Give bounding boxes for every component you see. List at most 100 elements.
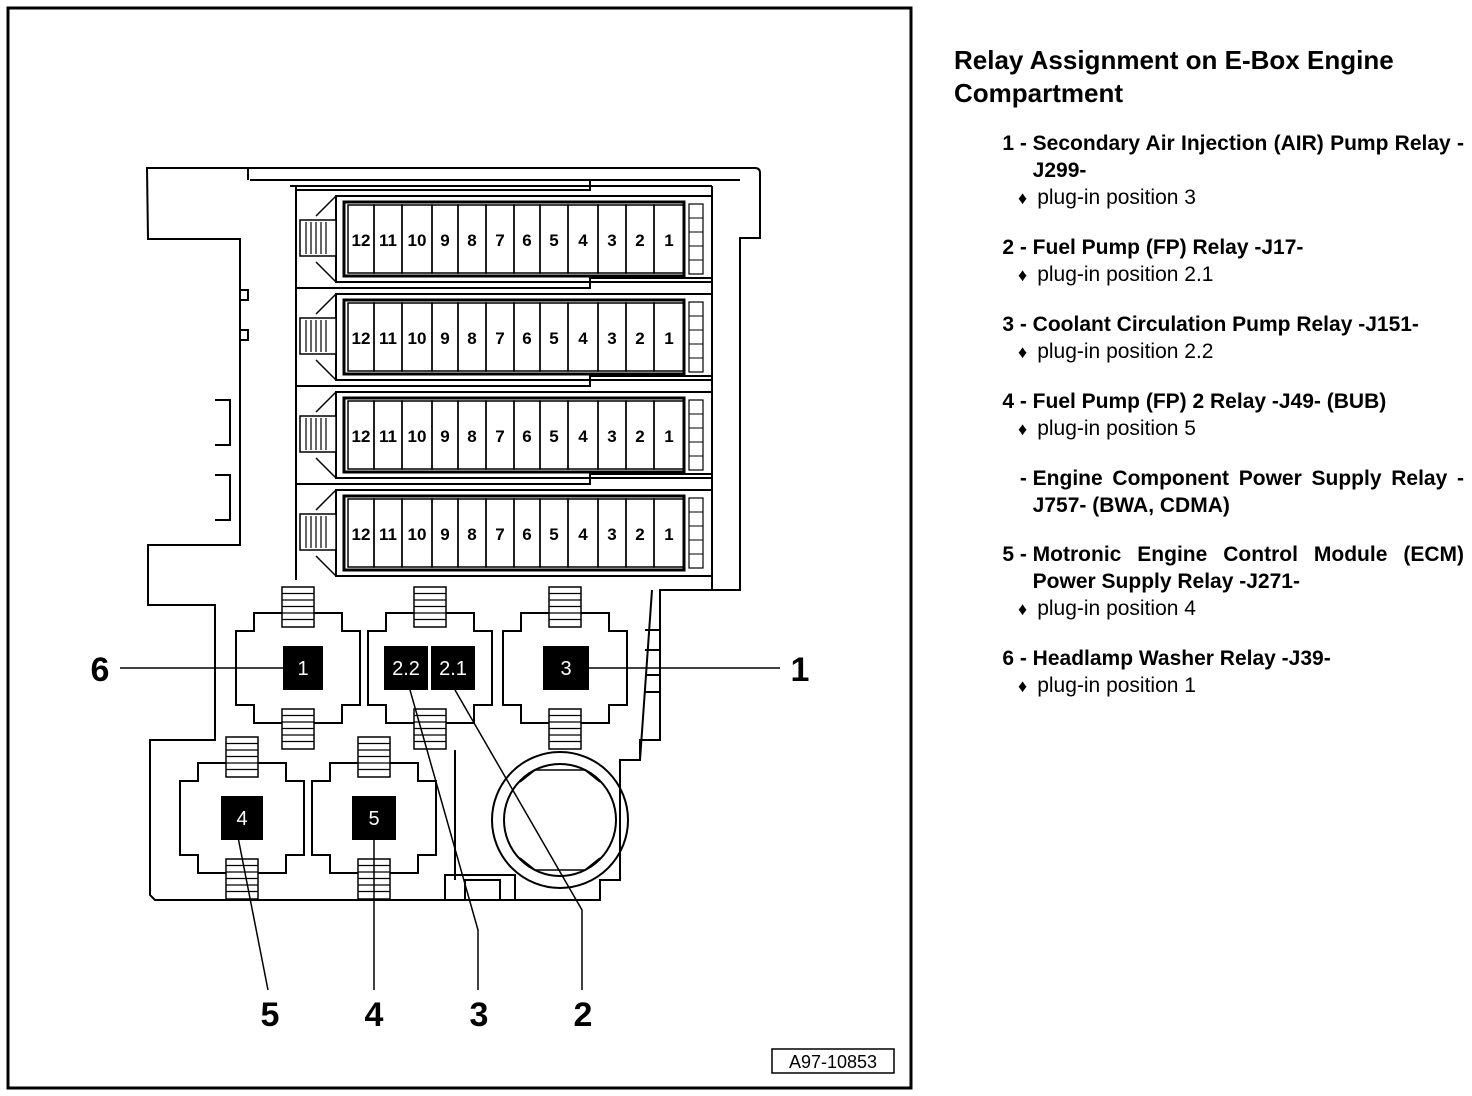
fuse-slot-number: 12	[352, 231, 371, 250]
legend-item-dash: -	[1014, 313, 1033, 336]
relay-position-block	[283, 646, 323, 690]
fuse-slot-number: 10	[408, 525, 427, 544]
fuse-slot-number: 11	[379, 427, 397, 446]
legend-item-text: Headlamp Washer Relay -J39-	[1032, 647, 1331, 670]
relay-position-block	[221, 796, 263, 840]
fuse-slot-number: 9	[440, 525, 449, 544]
legend-item-text: Secondary Air Injection (AIR) Pump Relay…	[1032, 132, 1464, 182]
figure-id-box	[771, 1048, 895, 1074]
legend-items: 1 - Secondary Air Injection (AIR) Pump R…	[954, 130, 1464, 700]
callout-3: 3	[470, 996, 489, 1034]
fuse-slot-number: 1	[664, 525, 673, 544]
fuse-slot-number: 5	[549, 427, 558, 446]
legend-item: 3 - Coolant Circulation Pump Relay -J151…	[954, 311, 1464, 366]
fuse-row-clip	[299, 317, 337, 355]
fuse-slot-number: 12	[352, 329, 371, 348]
legend-item-note: ♦plug-in position 3	[1014, 184, 1464, 212]
fuse-slot-number: 7	[495, 231, 504, 250]
legend-item-number: 1	[1002, 132, 1014, 155]
fuse-slot-number: 1	[664, 231, 673, 250]
legend-item-note-text: plug-in position 4	[1037, 597, 1196, 620]
fuse-slot-number: 8	[467, 329, 476, 348]
fuse-slot-number: 8	[467, 427, 476, 446]
fuse-slot	[653, 302, 685, 372]
legend-item-note: ♦ plug-in position 4	[1014, 595, 1464, 623]
relay-position-label: 2.2	[392, 658, 420, 680]
callout-2: 2	[574, 996, 593, 1034]
legend-item: 2 - Fuel Pump (FP) Relay -J17-♦plug-in p…	[954, 234, 1464, 289]
legend-item: - Engine Component Power Supply Relay -J…	[954, 465, 1464, 519]
legend-item-note-text: plug-in position 2.1	[1037, 263, 1214, 286]
fuse-slot-number: 6	[522, 231, 531, 250]
legend-item-head: 3 - Coolant Circulation Pump Relay -J151…	[954, 311, 1464, 338]
fuse-slot	[653, 204, 685, 274]
fuse-slot-number: 4	[578, 231, 588, 250]
legend-item-note: ♦plug-in position 1	[1014, 672, 1464, 700]
legend-title-line2: Compartment	[954, 78, 1124, 108]
fuse-slot-number: 9	[440, 329, 449, 348]
relay-position-block	[384, 646, 428, 690]
fuse-slot-number: 10	[408, 427, 427, 446]
diamond-bullet-icon: ♦	[1018, 188, 1028, 208]
fuse-slot-number: 7	[495, 427, 504, 446]
fuse-slot-number: 3	[607, 427, 616, 446]
leader-lines	[120, 667, 780, 991]
fuse-row-clip	[299, 513, 337, 551]
diamond-bullet-icon: ♦	[1018, 599, 1028, 619]
fuse-slot-number: 4	[578, 329, 588, 348]
legend-item-head: 4 - Fuel Pump (FP) 2 Relay -J49- (BUB)	[954, 388, 1464, 415]
legend-item-text: Motronic Engine Control Module (ECM) Pow…	[1032, 543, 1464, 593]
legend-item-note-text: plug-in position 5	[1037, 417, 1196, 440]
fuse-slot-number: 7	[495, 525, 504, 544]
legend-item-note: ♦ plug-in position 2.2	[1014, 338, 1464, 366]
fuse-slot-number: 2	[635, 525, 644, 544]
relay-position-block	[431, 646, 475, 690]
fuse-row-strip	[688, 399, 704, 471]
fuse-slot-number: 4	[578, 525, 588, 544]
fuse-slot-number: 3	[607, 329, 616, 348]
relay-clip	[225, 858, 259, 900]
relay-clip	[281, 708, 315, 750]
relay-clip	[225, 736, 259, 778]
diamond-bullet-icon: ♦	[1018, 342, 1028, 362]
legend-title: Relay Assignment on E-Box Engine Compart…	[954, 44, 1464, 110]
legend-item-note-text: plug-in position 2.2	[1037, 340, 1214, 363]
fuse-slot-number: 6	[522, 525, 531, 544]
fuse-slot-number: 8	[467, 525, 476, 544]
relay-position-label: 4	[236, 808, 247, 830]
legend-item-number: 5	[1002, 543, 1014, 566]
legend-item-dash: -	[1014, 132, 1033, 155]
callout-numbers: 6 1 5 4 3 2	[91, 651, 810, 1034]
fuse-slot-number: 6	[522, 427, 531, 446]
legend-item: 6 - Headlamp Washer Relay -J39-♦plug-in …	[954, 645, 1464, 700]
legend-item: 5 - Motronic Engine Control Module (ECM)…	[954, 541, 1464, 623]
fuse-row-strip	[688, 497, 704, 569]
fuse-slot-number: 6	[522, 329, 531, 348]
relay-position-label: 2.1	[439, 658, 467, 680]
fuse-slot-number: 5	[549, 231, 558, 250]
relay-legend: Relay Assignment on E-Box Engine Compart…	[954, 44, 1464, 722]
relay-position-label: 5	[368, 808, 379, 830]
fuse-slot-number: 10	[408, 231, 427, 250]
fuse-slot-number: 10	[408, 329, 427, 348]
fuse-slot-number: 11	[379, 525, 397, 544]
legend-item-dash: -	[1014, 467, 1033, 490]
diamond-bullet-icon: ♦	[1018, 419, 1028, 439]
fuse-slot-number: 1	[664, 329, 673, 348]
fuse-slot-number: 11	[379, 231, 397, 250]
fuse-slot-number: 2	[635, 329, 644, 348]
diamond-bullet-icon: ♦	[1018, 676, 1028, 696]
legend-item-head: 5 - Motronic Engine Control Module (ECM)…	[954, 541, 1464, 595]
fuse-row-clip	[299, 415, 337, 453]
fuse-slot	[653, 498, 685, 568]
legend-item-head: 6 - Headlamp Washer Relay -J39-	[954, 645, 1464, 672]
diamond-bullet-icon: ♦	[1018, 265, 1028, 285]
fuse-slot-number: 5	[549, 525, 558, 544]
relay-position-label: 3	[560, 658, 571, 680]
fuse-row-strip	[688, 301, 704, 373]
